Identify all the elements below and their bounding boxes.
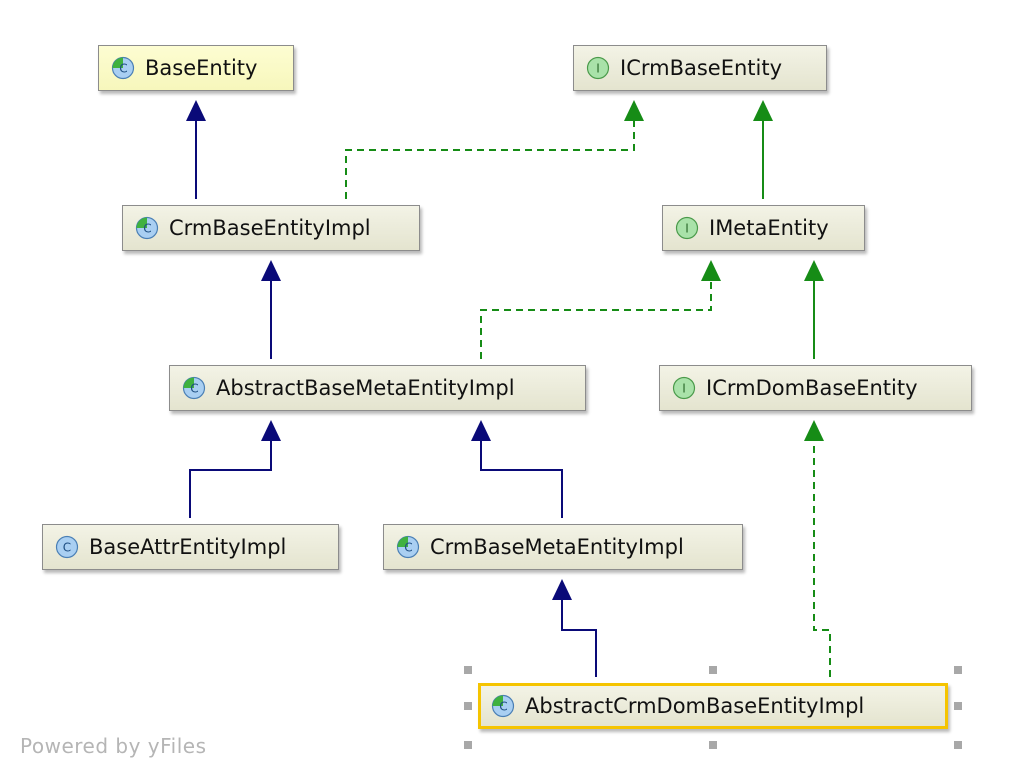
node-icrm-base-entity[interactable]: I ICrmBaseEntity	[573, 45, 827, 91]
edge-arrowhead	[261, 260, 281, 281]
node-label: ICrmDomBaseEntity	[706, 376, 918, 400]
selection-handle[interactable]	[954, 702, 962, 710]
svg-text:I: I	[682, 382, 686, 396]
edge-extends	[186, 100, 206, 199]
edge-extends	[471, 420, 563, 518]
node-label: AbstractBaseMetaEntityImpl	[216, 376, 515, 400]
edge-line	[345, 120, 635, 199]
edge-implements	[804, 420, 831, 677]
svg-text:C: C	[404, 541, 412, 555]
edge-arrowhead	[471, 420, 491, 441]
edge-arrowhead	[701, 260, 721, 281]
svg-text:C: C	[63, 541, 71, 555]
node-abstract-crm-dom-base-entity-impl[interactable]: C AbstractCrmDomBaseEntityImpl	[478, 683, 948, 729]
svg-text:C: C	[190, 382, 198, 396]
interface-icon: I	[586, 56, 610, 80]
edge-arrowhead	[624, 100, 644, 121]
node-label: IMetaEntity	[709, 216, 829, 240]
abstract-class-icon: C	[135, 216, 159, 240]
edge-extends	[261, 260, 281, 359]
edge-line	[480, 280, 712, 359]
node-label: BaseEntity	[145, 56, 258, 80]
abstract-class-icon: C	[182, 376, 206, 400]
svg-text:C: C	[499, 700, 507, 714]
interface-icon: I	[675, 216, 699, 240]
svg-text:I: I	[685, 222, 689, 236]
selection-handle[interactable]	[709, 666, 717, 674]
node-base-entity[interactable]: C BaseEntity	[98, 45, 294, 91]
abstract-class-icon: C	[111, 56, 135, 80]
node-label: BaseAttrEntityImpl	[89, 535, 287, 559]
edge-extends	[552, 579, 597, 677]
edge-line	[561, 599, 597, 677]
node-label: ICrmBaseEntity	[620, 56, 783, 80]
node-label: AbstractCrmDomBaseEntityImpl	[525, 694, 865, 718]
selection-handle[interactable]	[464, 666, 472, 674]
svg-text:C: C	[143, 222, 151, 236]
node-crm-base-meta-entity-impl[interactable]: C CrmBaseMetaEntityImpl	[383, 524, 743, 570]
edge-interface-extends	[804, 260, 824, 359]
node-label: CrmBaseMetaEntityImpl	[430, 535, 684, 559]
edge-implements	[480, 260, 721, 359]
selection-handle[interactable]	[954, 666, 962, 674]
edge-extends	[189, 420, 281, 518]
node-crm-base-entity-impl[interactable]: C CrmBaseEntityImpl	[122, 205, 420, 251]
edges-layer	[186, 100, 831, 677]
edge-line	[480, 440, 563, 518]
edge-line	[813, 440, 831, 677]
node-imeta-entity[interactable]: I IMetaEntity	[662, 205, 865, 251]
edge-arrowhead	[804, 260, 824, 281]
node-label: CrmBaseEntityImpl	[169, 216, 371, 240]
edge-arrowhead	[186, 100, 206, 121]
svg-text:C: C	[119, 62, 127, 76]
selection-handle[interactable]	[709, 741, 717, 749]
edge-line	[189, 440, 272, 518]
node-base-attr-entity-impl[interactable]: C BaseAttrEntityImpl	[42, 524, 339, 570]
edge-interface-extends	[753, 100, 773, 199]
abstract-class-icon: C	[396, 535, 420, 559]
selection-handle[interactable]	[464, 741, 472, 749]
interface-icon: I	[672, 376, 696, 400]
selection-handle[interactable]	[464, 702, 472, 710]
selection-handle[interactable]	[954, 741, 962, 749]
abstract-class-icon: C	[491, 694, 515, 718]
edge-arrowhead	[552, 579, 572, 600]
edge-arrowhead	[804, 420, 824, 441]
svg-text:I: I	[596, 62, 600, 76]
node-icrm-dom-base-entity[interactable]: I ICrmDomBaseEntity	[659, 365, 972, 411]
node-abstract-base-meta-entity-impl[interactable]: C AbstractBaseMetaEntityImpl	[169, 365, 586, 411]
yfiles-watermark: Powered by yFiles	[20, 734, 207, 758]
edge-arrowhead	[753, 100, 773, 121]
edge-implements	[345, 100, 644, 199]
class-icon: C	[55, 535, 79, 559]
edge-arrowhead	[261, 420, 281, 441]
